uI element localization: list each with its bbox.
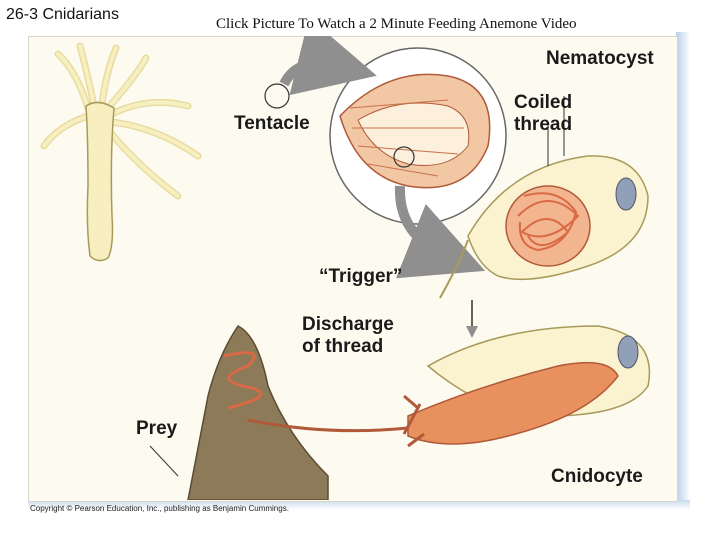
coiled-thread-label-line2: thread: [514, 114, 573, 135]
cnidocyte-illustration: [40, 36, 651, 500]
coiled-thread-leader-line: [547, 96, 565, 166]
frame-shadow-bottom: [28, 500, 690, 510]
prey-label: Prey: [136, 418, 178, 439]
prey-icon: [187, 325, 329, 500]
undischarged-cnidocyte: [439, 155, 649, 299]
tentacle-label: Tentacle: [234, 113, 310, 134]
discharge-label-line2: of thread: [302, 336, 384, 357]
discharge-label-line1: Discharge: [302, 314, 394, 335]
slide-title: 26-3 Cnidarians: [6, 6, 119, 23]
discharged-cnidocyte: [247, 325, 651, 448]
copyright-text: Copyright © Pearson Education, Inc., pub…: [30, 504, 289, 513]
cnidocyte-label: Cnidocyte: [551, 466, 643, 487]
nematocyst-label: Nematocyst: [546, 48, 654, 69]
prey-leader-line: [149, 445, 179, 477]
coiled-thread-label-line1: Coiled: [514, 92, 573, 113]
frame-shadow-right: [676, 32, 690, 510]
magnify-arrow-2: [394, 185, 486, 279]
tentacle-closeup: [329, 47, 507, 225]
video-link-text[interactable]: Click Picture To Watch a 2 Minute Feedin…: [216, 16, 577, 32]
magnify-arrow-1: [279, 36, 377, 96]
trigger-label: “Trigger”: [319, 266, 403, 287]
hydra-icon: [40, 42, 290, 262]
